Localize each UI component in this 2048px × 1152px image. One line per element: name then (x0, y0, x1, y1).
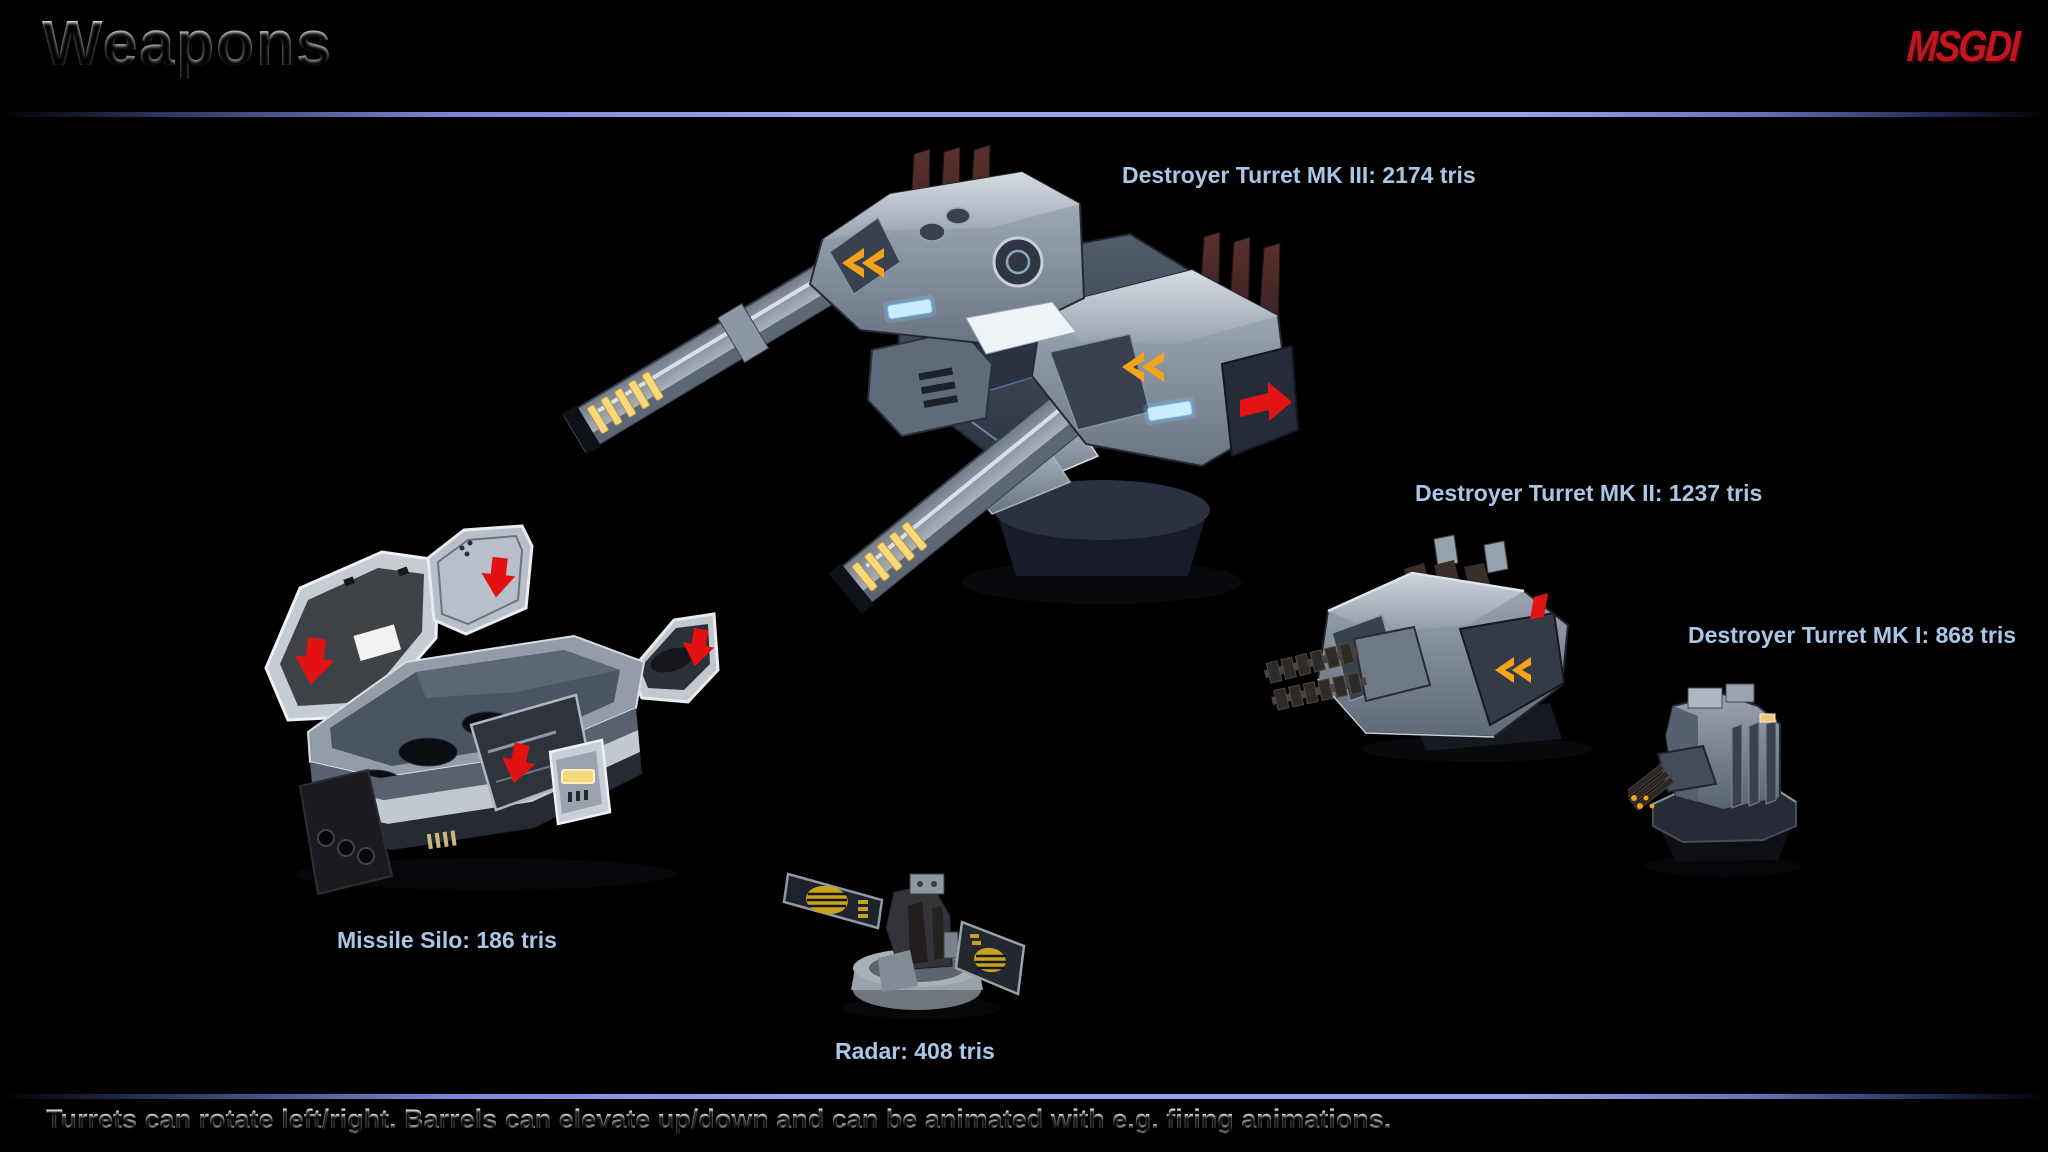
red-arrow-decal (1240, 382, 1292, 421)
model-destroyer-turret-mk2 (1263, 534, 1592, 762)
label-turret-mk1: Destroyer Turret MK I: 868 tris (1688, 622, 2017, 648)
radar-panel-left (782, 872, 884, 930)
radar-mast (878, 873, 959, 992)
barrel-glow-vents (851, 521, 928, 592)
header-divider (0, 112, 2048, 117)
silo-flap (628, 612, 720, 704)
model-destroyer-turret-mk1 (1628, 683, 1801, 877)
msgdi-logo: MSGDI (1905, 22, 2020, 71)
model-missile-silo (264, 524, 720, 896)
silo-lid-right (426, 524, 534, 636)
orange-chevron-decal (842, 248, 884, 278)
yellow-lamp (561, 769, 595, 784)
label-radar: Radar: 408 tris (835, 1038, 995, 1064)
label-turret-mk3: Destroyer Turret MK III: 2174 tris (1122, 162, 1476, 188)
barrel-glow-vents (586, 371, 664, 434)
red-decal (1530, 593, 1548, 619)
gatling-barrels (1628, 763, 1675, 811)
model-radar (782, 872, 1026, 1019)
yellow-light (1759, 713, 1776, 723)
label-turret-mk2: Destroyer Turret MK II: 1237 tris (1415, 480, 1763, 506)
cyan-light (1143, 396, 1197, 426)
page-title: Weapons (42, 7, 333, 79)
model-destroyer-turret-mk3 (562, 144, 1300, 614)
silo-end-block (298, 768, 394, 896)
silo-hatch-module (548, 738, 612, 826)
radar-panel-right (954, 920, 1026, 996)
rib-fins (1731, 719, 1777, 809)
ribbed-barrels (1263, 642, 1367, 711)
lower-barrel (828, 390, 1088, 614)
upper-barrel (562, 244, 871, 455)
turret-base (962, 480, 1242, 604)
cyan-light (883, 294, 937, 324)
orange-chevron-decal (1122, 352, 1164, 382)
vent-slits (426, 830, 457, 850)
label-missile-silo: Missile Silo: 186 tris (337, 927, 557, 953)
footer-note: Turrets can rotate left/right. Barrels c… (46, 1104, 1392, 1134)
footer-divider (0, 1094, 2048, 1099)
white-panel (965, 301, 1077, 355)
round-emblem (992, 236, 1044, 288)
orange-chevron-decal (1495, 657, 1531, 683)
